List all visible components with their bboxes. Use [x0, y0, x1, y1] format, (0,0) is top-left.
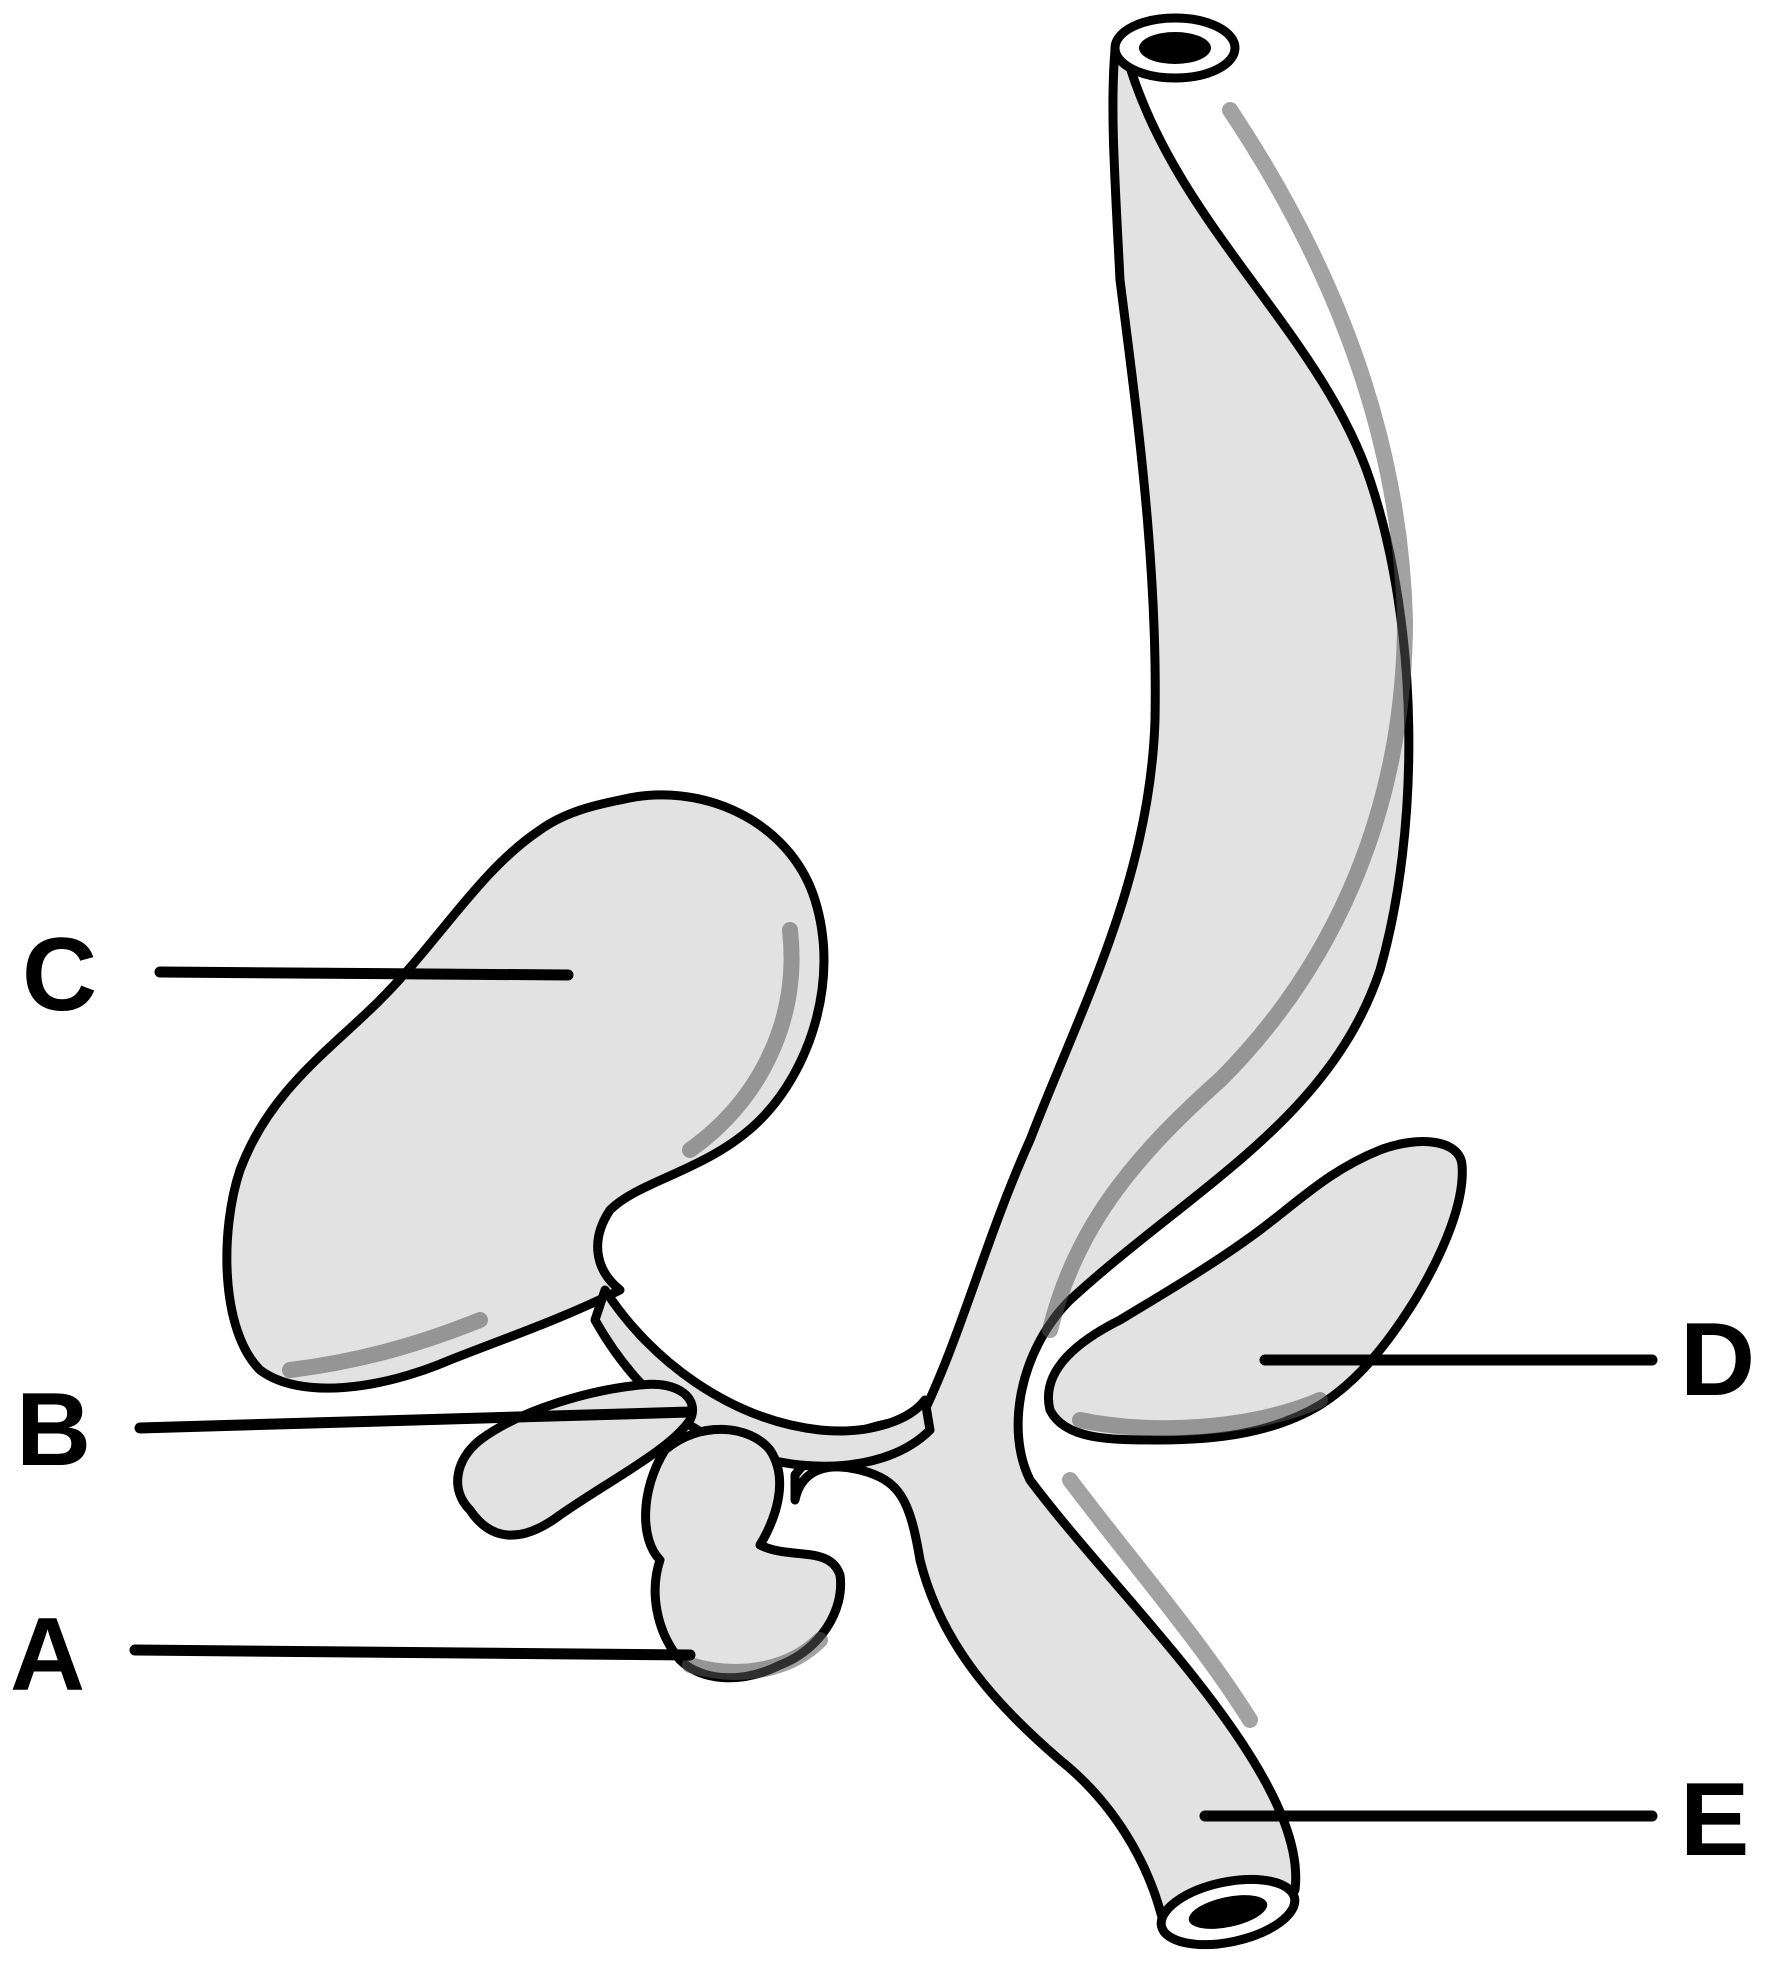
organ-c-shading [282, 922, 800, 1378]
tube-bottom-lumen [1188, 1895, 1268, 1929]
label-d: D [1680, 1302, 1755, 1418]
label-b: B [16, 1372, 91, 1488]
organ-a-mass [641, 1424, 846, 1683]
label-a: A [10, 1597, 85, 1713]
main-tube [790, 45, 1414, 1935]
tube-shading-lower [1062, 1472, 1258, 1728]
organ-c-sac [222, 790, 829, 1393]
label-c: C [22, 917, 97, 1033]
leader-line-b [134, 1406, 696, 1434]
tube-top-lumen [1139, 32, 1211, 64]
leader-line-a [129, 1644, 696, 1661]
organ-d-shading [1072, 1392, 1328, 1437]
label-e: E [1680, 1762, 1749, 1878]
leader-line-c [154, 966, 574, 981]
organ-a-shading [682, 1632, 828, 1680]
tube-shading-right [1042, 102, 1414, 1338]
